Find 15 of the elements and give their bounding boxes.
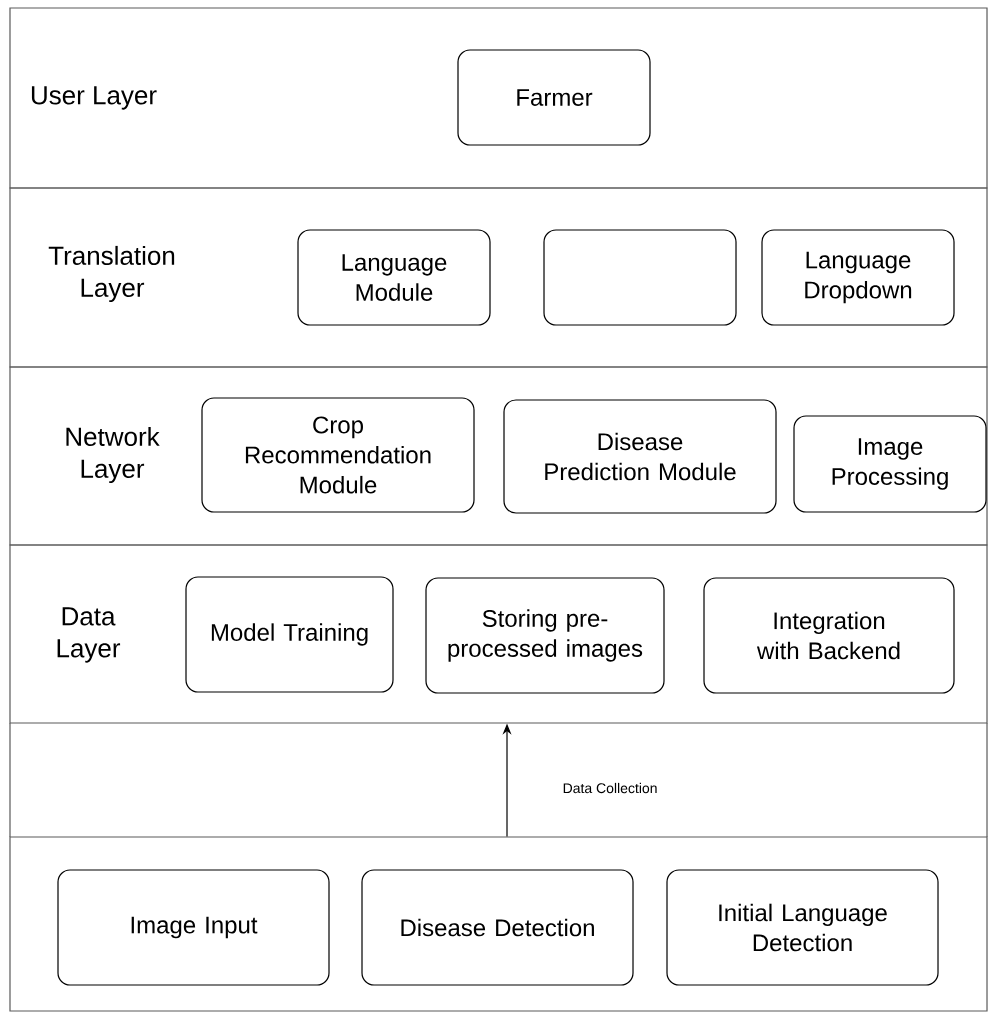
module-box: Model Training bbox=[185, 576, 394, 693]
module-box: Disease Prediction Module bbox=[503, 399, 777, 514]
module-box: Farmer bbox=[457, 49, 651, 146]
module-box: Initial Language Detection bbox=[666, 869, 939, 986]
module-box: Language Dropdown bbox=[761, 229, 955, 326]
module-box: Language Module bbox=[297, 229, 491, 326]
edge-label: Data Collection bbox=[563, 782, 657, 794]
module-box: Integration with Backend bbox=[703, 577, 955, 694]
module-box: Storing pre-processed images bbox=[425, 577, 665, 694]
module-box: Disease Detection bbox=[361, 869, 634, 986]
module-box: Image Processing bbox=[793, 415, 987, 513]
module-box: Crop Recommendation Module bbox=[201, 397, 475, 513]
module-box bbox=[543, 229, 737, 326]
module-box: Image Input bbox=[57, 869, 330, 986]
layer-band bbox=[9, 836, 988, 1012]
